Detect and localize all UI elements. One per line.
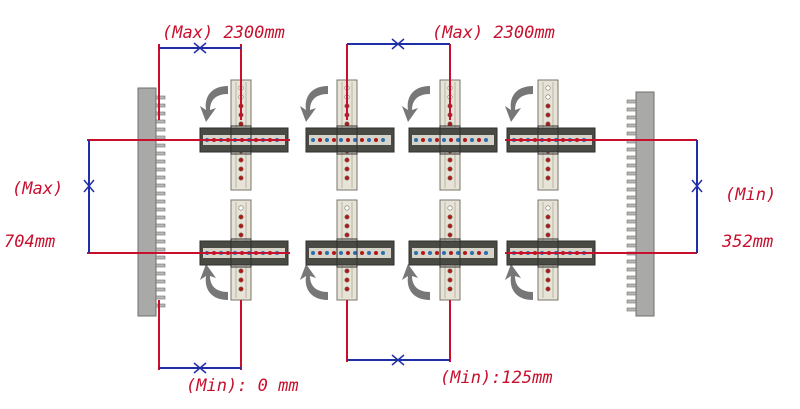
rack-tooth [155, 175, 166, 180]
rack-tooth [155, 159, 166, 164]
rack-tooth [626, 291, 637, 296]
rack-tooth [155, 135, 166, 140]
label-bottom-left-min: (Min): 0 mm [186, 376, 299, 396]
rack-tooth [626, 187, 637, 192]
rack-tooth [626, 283, 637, 288]
dimension-lines-blue [88, 43, 698, 369]
rack-tooth [155, 199, 166, 204]
arrowhead-icon [391, 354, 405, 366]
rack-cross [199, 199, 289, 301]
rack-tooth [155, 231, 166, 236]
label-top-right-max: (Max) 2300mm [432, 23, 555, 43]
rack-tooth [626, 147, 637, 152]
rack-tooth [626, 211, 637, 216]
rack-crosses [199, 79, 596, 301]
rack-cross [408, 199, 498, 301]
rack-tooth [155, 279, 166, 284]
rack-cross [506, 199, 596, 301]
rack-cross [408, 79, 498, 191]
label-right-min: (Min) [725, 185, 776, 205]
rack-tooth [626, 107, 637, 112]
rack-tooth [626, 155, 637, 160]
rack-tooth [155, 167, 166, 172]
rack-tooth [626, 219, 637, 224]
rack-tooth [155, 143, 166, 148]
rack-tooth [626, 299, 637, 304]
rack-tooth [155, 255, 166, 260]
rack-tooth [155, 207, 166, 212]
rack-tooth [626, 195, 637, 200]
rack-tooth [155, 191, 166, 196]
rotation-arrows [200, 86, 533, 300]
rack-tooth [626, 131, 637, 136]
rack-tooth [155, 215, 166, 220]
rack-cross [305, 199, 395, 301]
dimension-arrowheads [83, 38, 703, 374]
rack-tooth [155, 295, 166, 300]
rack-tooth [626, 203, 637, 208]
arrowhead-icon [391, 38, 405, 50]
rack-tooth [626, 99, 637, 104]
arrow-icon [200, 264, 228, 300]
rack-tooth [626, 115, 637, 120]
rack-tooth [155, 151, 166, 156]
label-left-max-value: 704mm [4, 232, 55, 252]
rack-tooth [626, 179, 637, 184]
rack-tooth [155, 303, 166, 308]
right-rack-teeth [626, 99, 637, 312]
arrow-icon [402, 86, 430, 122]
rack-tooth [626, 243, 637, 248]
right-rack [626, 91, 655, 317]
rack-tooth [626, 235, 637, 240]
arrow-icon [200, 86, 228, 122]
label-bottom-right-min: (Min):125mm [440, 368, 553, 388]
rack-tooth [155, 111, 166, 116]
arrowhead-icon [193, 42, 207, 54]
arrow-icon [505, 86, 533, 122]
rack-cross [305, 79, 395, 191]
rack-tooth [626, 307, 637, 312]
dimension-lines-red [87, 44, 697, 370]
left-rack-teeth [155, 95, 166, 308]
arrow-icon [300, 86, 328, 122]
rack-tooth [155, 223, 166, 228]
rack-tooth [626, 171, 637, 176]
rack-tooth [626, 163, 637, 168]
arrowhead-icon [691, 179, 703, 193]
rack-tooth [626, 259, 637, 264]
left-rack [137, 87, 166, 317]
rack-tooth [626, 227, 637, 232]
rack-tooth [155, 271, 166, 276]
rack-tooth [155, 103, 166, 108]
rack-tooth [155, 239, 166, 244]
label-top-left-max: (Max) 2300mm [162, 23, 285, 43]
rack-tooth [155, 287, 166, 292]
arrowhead-icon [83, 179, 95, 193]
rack-tooth [155, 119, 166, 124]
rack-tooth [155, 263, 166, 268]
rack-tooth [155, 127, 166, 132]
rack-tooth [626, 123, 637, 128]
label-left-max: (Max) [12, 179, 63, 199]
rack-tooth [626, 275, 637, 280]
arrow-icon [505, 264, 533, 300]
rack-tooth [626, 267, 637, 272]
arrow-icon [300, 264, 328, 300]
arrowhead-icon [193, 362, 207, 374]
rack-tooth [155, 183, 166, 188]
label-right-min-value: 352mm [721, 232, 773, 252]
arrow-icon [402, 264, 430, 300]
rack-tooth [155, 95, 166, 100]
rack-tooth [155, 247, 166, 252]
